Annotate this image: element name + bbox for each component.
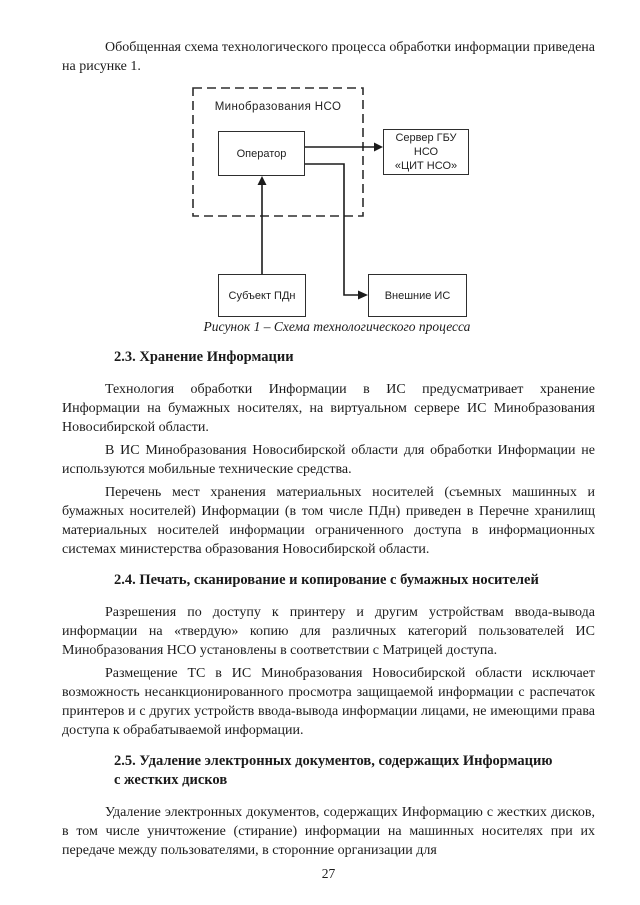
diagram-connectors — [192, 87, 383, 300]
dashed-boundary-box — [192, 87, 364, 217]
figure-caption: Рисунок 1 – Схема технологического проце… — [203, 319, 471, 334]
diagram-node-external: Внешние ИС — [368, 274, 467, 317]
diagram-node-server: Сервер ГБУ НСО «ЦИТ НСО» — [383, 129, 469, 175]
paragraph-2-3-2: В ИС Минобразования Новосибирской област… — [62, 443, 595, 477]
diagram-node-subject: Субъект ПДн — [218, 274, 306, 317]
subject-label: Субъект ПДн — [228, 289, 296, 302]
paragraph-2-3-3: Перечень мест хранения материальных носи… — [62, 485, 595, 557]
external-label: Внешние ИС — [384, 289, 451, 302]
paragraph-2-4-1: Разрешения по доступу к принтеру и други… — [62, 605, 595, 658]
operator-label: Оператор — [236, 147, 287, 160]
paragraph-2-4-2: Размещение ТС в ИС Минобразования Новоси… — [62, 666, 595, 738]
diagram-node-operator: Оператор — [218, 131, 305, 176]
document-page: Обобщенная схема технологического процес… — [0, 40, 640, 881]
section-heading-2-4: 2.4. Печать, сканирование и копирование … — [114, 572, 539, 588]
page-number: 27 — [321, 866, 336, 881]
server-label-line1: Сервер ГБУ НСО — [395, 132, 457, 158]
paragraph-2-3-1: Технология обработки Информации в ИС пре… — [62, 382, 595, 435]
server-label-line2: «ЦИТ НСО» — [394, 160, 458, 172]
arrowhead-to-server — [374, 142, 383, 152]
arrowhead-to-operator — [257, 176, 267, 185]
intro-paragraph: Обобщенная схема технологического процес… — [62, 40, 595, 74]
section-heading-2-5: 2.5. Удаление электронных документов, со… — [114, 753, 553, 788]
section-heading-2-3: 2.3. Хранение Информации — [114, 349, 294, 365]
arrow-operator-to-external — [305, 163, 359, 296]
arrowhead-to-external — [358, 290, 368, 300]
diagram-group-label: Минобразования НСО — [214, 101, 342, 113]
paragraph-2-5-1: Удаление электронных документов, содержа… — [62, 805, 595, 858]
process-flow-diagram: Минобразования НСО Оператор Сервер ГБУ Н… — [0, 84, 640, 336]
